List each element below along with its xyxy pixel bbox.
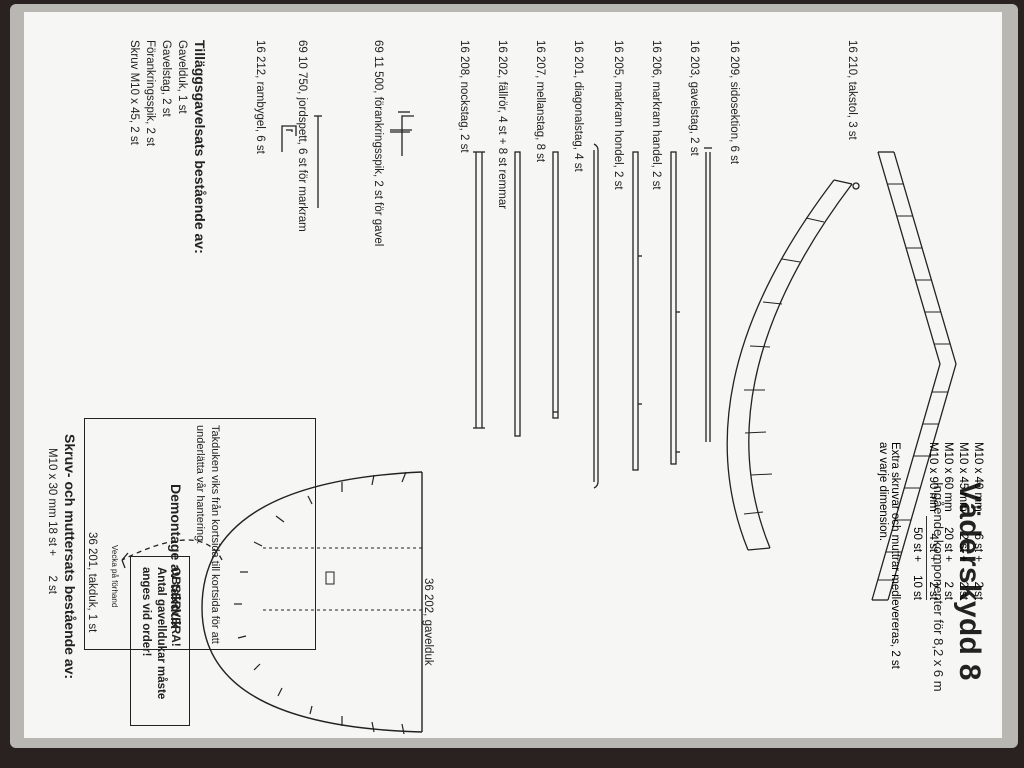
nockstag-drawing <box>473 151 485 429</box>
document-page: Väderskydd 8 Ingående komponenter för 8,… <box>24 12 1002 735</box>
diagonalstag-drawing <box>593 143 599 489</box>
component-drawings <box>121 111 957 735</box>
forankringsspik-drawing <box>390 111 414 156</box>
demontage-text-1: Takduken viks från kortsida till kortsid… <box>209 425 221 644</box>
markram-drawing <box>670 151 680 465</box>
tillagg-item-2: Gavelstag, 2 st <box>160 40 172 117</box>
fallror-drawing <box>514 151 521 437</box>
markram-hondel-drawing <box>632 151 642 471</box>
tillagg-item-1: Gavelduk, 1 st <box>176 40 188 114</box>
mellanstag-drawing <box>552 151 559 419</box>
tillagg-title: Tilläggsgavelsats bestående av: <box>192 40 208 254</box>
demontage-arrow-label: Vecka på förhand <box>110 545 119 608</box>
gavelduk-drawing <box>201 471 423 735</box>
demontage-text-2: underlätta vår hantering. <box>194 425 206 545</box>
takstol-drawing <box>871 151 957 601</box>
paper-sheet: Väderskydd 8 Ingående komponenter för 8,… <box>24 12 1002 738</box>
laminated-sheet: Väderskydd 8 Ingående komponenter för 8,… <box>10 4 1018 748</box>
fold-arrow-drawing <box>121 539 223 569</box>
demontage-box: Takduken viks från kortsida till kortsid… <box>84 418 316 650</box>
sidosektion-drawing <box>726 179 860 551</box>
rambygel-drawing <box>281 125 297 152</box>
tillagg-item-3: Förankringsspik, 2 st <box>144 40 156 147</box>
gavelstag-drawing <box>704 147 712 442</box>
jordspett-drawing <box>314 115 322 208</box>
label-takduk: 36 201, takduk, 1 st <box>86 532 98 633</box>
skruv-title: Skruv- och muttersats bestående av: <box>62 434 78 680</box>
tillagg-item-4: Skruv M10 x 45, 2 st <box>128 40 140 145</box>
label-gavelduk: 36 202, gavelduk <box>422 578 434 666</box>
